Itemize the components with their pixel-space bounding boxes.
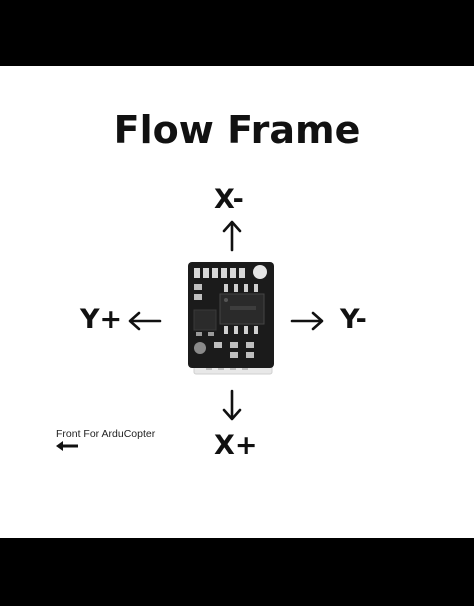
axis-label-y-plus: Y+ bbox=[80, 304, 123, 335]
diagram-title: Flow Frame bbox=[113, 108, 361, 152]
axis-label-y-minus: Y- bbox=[340, 304, 367, 335]
arrow-up-icon bbox=[222, 220, 242, 252]
front-caption: Front For ArduCopter bbox=[56, 428, 156, 440]
axis-label-x-minus: X- bbox=[214, 184, 244, 215]
arrow-right-icon bbox=[290, 311, 324, 331]
arrow-down-icon bbox=[222, 389, 242, 421]
axis-label-x-plus: X+ bbox=[214, 430, 258, 461]
arrow-left-icon bbox=[128, 311, 162, 331]
diagram-panel: Flow Frame X- X+ Y+ Y- bbox=[0, 66, 474, 538]
arrow-left-icon bbox=[56, 441, 78, 451]
optical-flow-sensor-board bbox=[188, 262, 274, 375]
